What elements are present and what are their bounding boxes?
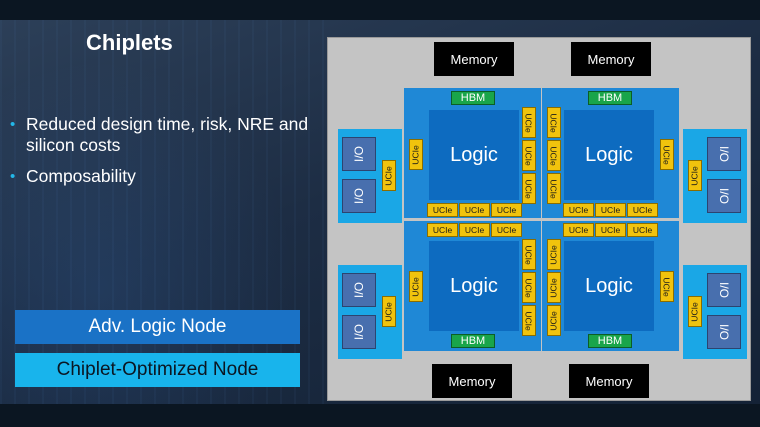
hbm-block: HBM <box>588 334 632 348</box>
slide: Chiplets • Reduced design time, risk, NRE… <box>0 20 760 404</box>
logic-quadrant: UCIe UCIe UCIe Logic UCIe UCIe UCIe UCIe… <box>542 221 679 351</box>
ucie-link: UCIe <box>409 139 423 170</box>
logic-core: Logic <box>429 241 519 331</box>
memory-block: Memory <box>569 364 649 398</box>
ucie-link: UCIe <box>547 305 561 336</box>
ucie-link: UCIe <box>547 107 561 138</box>
ucie-link: UCIe <box>688 160 702 191</box>
io-block: I/O <box>342 179 376 213</box>
ucie-link: UCIe <box>522 173 536 204</box>
ucie-link: UCIe <box>660 271 674 302</box>
ucie-link: UCIe <box>427 223 458 237</box>
chiplet-optimized-node-label: Chiplet-Optimized Node <box>15 353 300 387</box>
io-chiplet: I/O I/O UCIe <box>338 129 402 223</box>
ucie-link: UCIe <box>522 107 536 138</box>
memory-block: Memory <box>434 42 514 76</box>
ucie-link: UCIe <box>547 140 561 171</box>
memory-block: Memory <box>571 42 651 76</box>
ucie-link: UCIe <box>522 305 536 336</box>
ucie-link: UCIe <box>547 173 561 204</box>
ucie-link: UCIe <box>595 203 626 217</box>
io-chiplet: UCIe I/O I/O <box>683 129 747 223</box>
logic-quadrant: UCIe UCIe UCIe Logic UCIe UCIe UCIe UCIe… <box>404 221 541 351</box>
io-block: I/O <box>707 179 741 213</box>
ucie-link: UCIe <box>459 203 490 217</box>
ucie-link: UCIe <box>547 239 561 270</box>
io-block: I/O <box>707 137 741 171</box>
logic-core: Logic <box>429 110 519 200</box>
ucie-link: UCIe <box>427 203 458 217</box>
io-block: I/O <box>342 273 376 307</box>
hbm-block: HBM <box>451 91 495 105</box>
ucie-link: UCIe <box>491 203 522 217</box>
memory-block: Memory <box>432 364 512 398</box>
logic-core: Logic <box>564 241 654 331</box>
ucie-link: UCIe <box>595 223 626 237</box>
ucie-link: UCIe <box>382 296 396 327</box>
io-block: I/O <box>342 137 376 171</box>
ucie-link: UCIe <box>627 223 658 237</box>
io-chiplet: UCIe I/O I/O <box>683 265 747 359</box>
io-block: I/O <box>707 273 741 307</box>
hbm-block: HBM <box>588 91 632 105</box>
ucie-link: UCIe <box>522 239 536 270</box>
io-block: I/O <box>342 315 376 349</box>
ucie-link: UCIe <box>522 140 536 171</box>
logic-quadrant: HBM Logic UCIe UCIe UCIe UCIe UCIe UCIe … <box>404 88 541 218</box>
logic-quadrant: HBM Logic UCIe UCIe UCIe UCIe UCIe UCIe … <box>542 88 679 218</box>
ucie-link: UCIe <box>660 139 674 170</box>
bullet-text: Composability <box>26 166 136 186</box>
ucie-link: UCIe <box>563 223 594 237</box>
bullet-list: • Reduced design time, risk, NRE and sili… <box>10 114 310 197</box>
io-chiplet: I/O I/O UCIe <box>338 265 402 359</box>
io-block: I/O <box>707 315 741 349</box>
bullet-icon: • <box>10 116 16 133</box>
logic-core: Logic <box>564 110 654 200</box>
ucie-link: UCIe <box>491 223 522 237</box>
ucie-link: UCIe <box>409 271 423 302</box>
package-diagram: Memory Memory Memory Memory HBM Logic UC… <box>327 37 751 401</box>
hbm-block: HBM <box>451 334 495 348</box>
ucie-link: UCIe <box>382 160 396 191</box>
ucie-link: UCIe <box>547 272 561 303</box>
ucie-link: UCIe <box>522 272 536 303</box>
ucie-link: UCIe <box>627 203 658 217</box>
slide-title: Chiplets <box>86 30 173 55</box>
adv-logic-node-label: Adv. Logic Node <box>15 310 300 344</box>
bullet-item: • Reduced design time, risk, NRE and sili… <box>10 114 310 156</box>
ucie-link: UCIe <box>688 296 702 327</box>
ucie-link: UCIe <box>563 203 594 217</box>
ucie-link: UCIe <box>459 223 490 237</box>
bullet-icon: • <box>10 168 16 185</box>
bullet-item: • Composability <box>10 166 310 187</box>
bullet-text: Reduced design time, risk, NRE and silic… <box>26 114 309 155</box>
